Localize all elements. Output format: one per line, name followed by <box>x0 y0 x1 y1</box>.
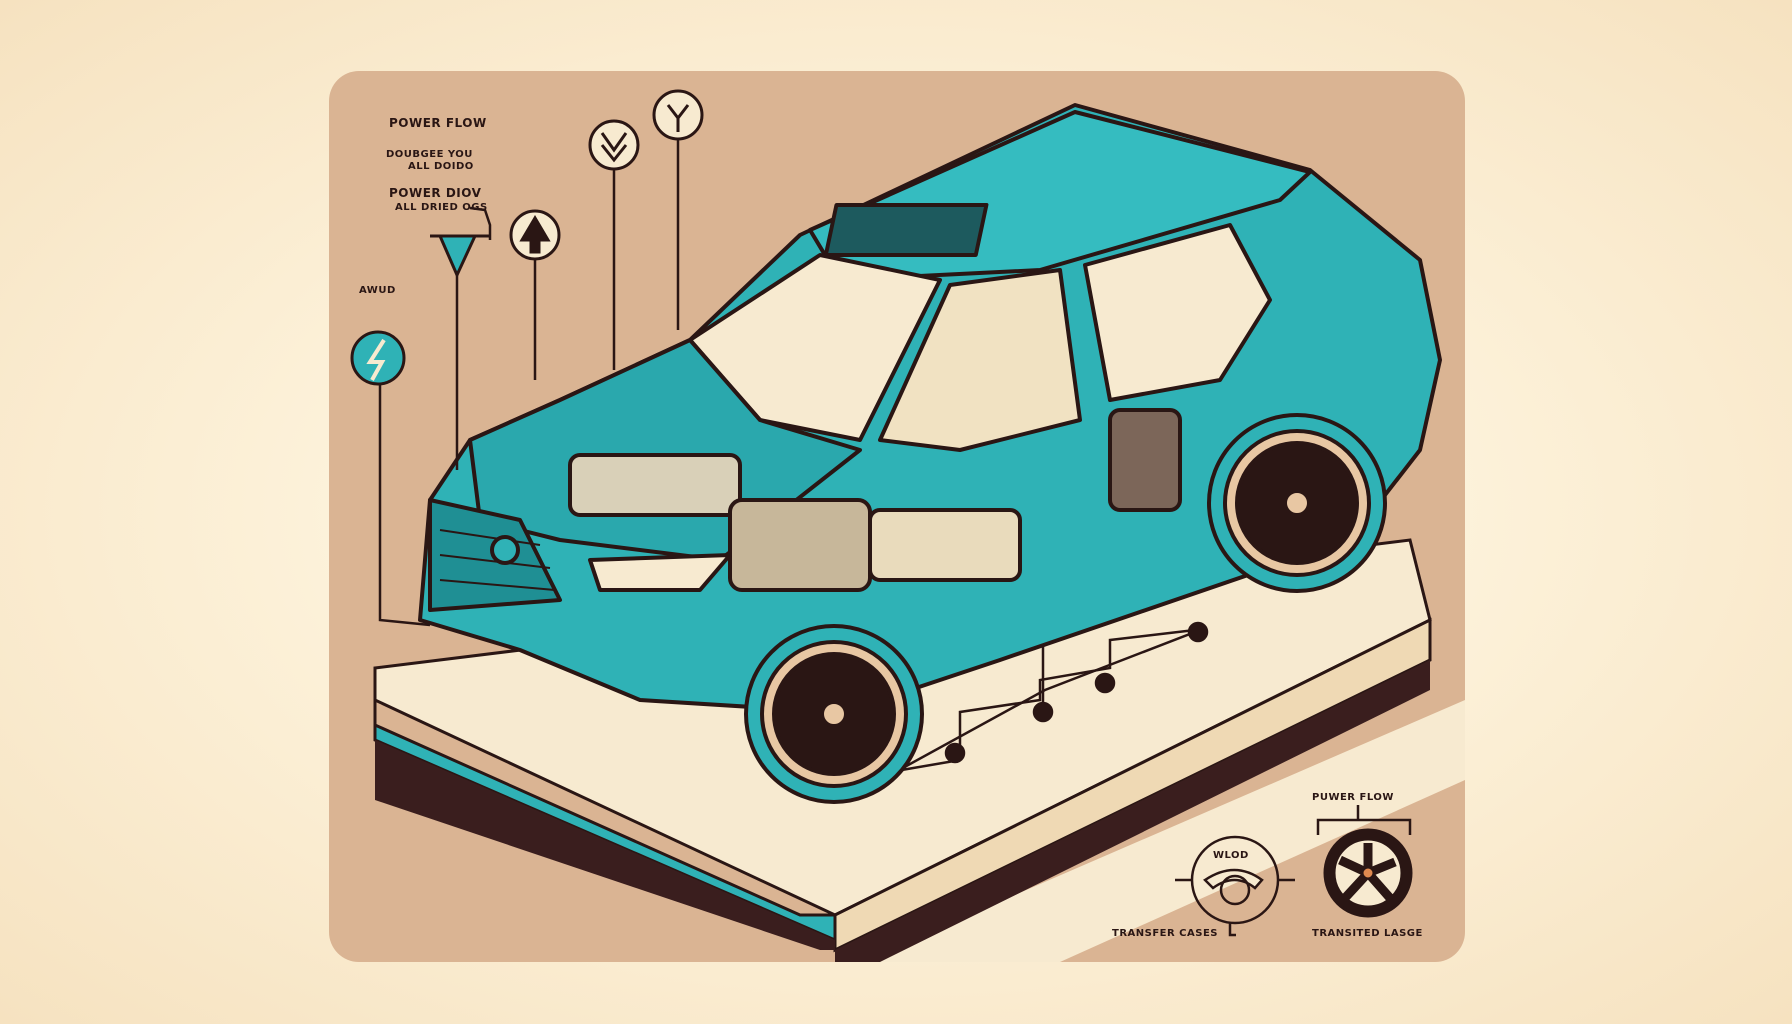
label-note-1-line1: DOUBGEE YOU <box>386 149 473 160</box>
chevron-down-icon <box>588 119 640 171</box>
wrench-icon <box>652 89 704 141</box>
front-wheel <box>744 624 924 804</box>
label-transfer-cases: TRANSFER CASES <box>1112 928 1218 939</box>
label-note-2-line2: ALL DRIED OGS <box>395 202 488 213</box>
power-flow-lines <box>889 450 1209 777</box>
wheel-icon <box>1316 805 1413 918</box>
callout-lines <box>378 140 680 627</box>
suv-body <box>418 103 1442 712</box>
label-note-1-line2: ALL DOIDO <box>408 161 474 172</box>
label-power-flow-bottom: PUWER FLOW <box>1312 792 1394 803</box>
label-note-2-line1: POWER DIOV <box>389 186 482 200</box>
rear-wheel <box>1207 413 1387 593</box>
label-awd: AWUD <box>359 285 396 296</box>
awd-bolt-icon <box>350 330 406 386</box>
up-arrow-icon <box>509 209 561 261</box>
gear-shield-icon <box>430 234 490 279</box>
label-power-flow-top: POWER FLOW <box>389 116 487 130</box>
label-circle-wlod: WLOD <box>1213 850 1249 861</box>
transfer-case-icon <box>1175 835 1295 937</box>
label-transited: TRANSITED LASGE <box>1312 928 1423 939</box>
